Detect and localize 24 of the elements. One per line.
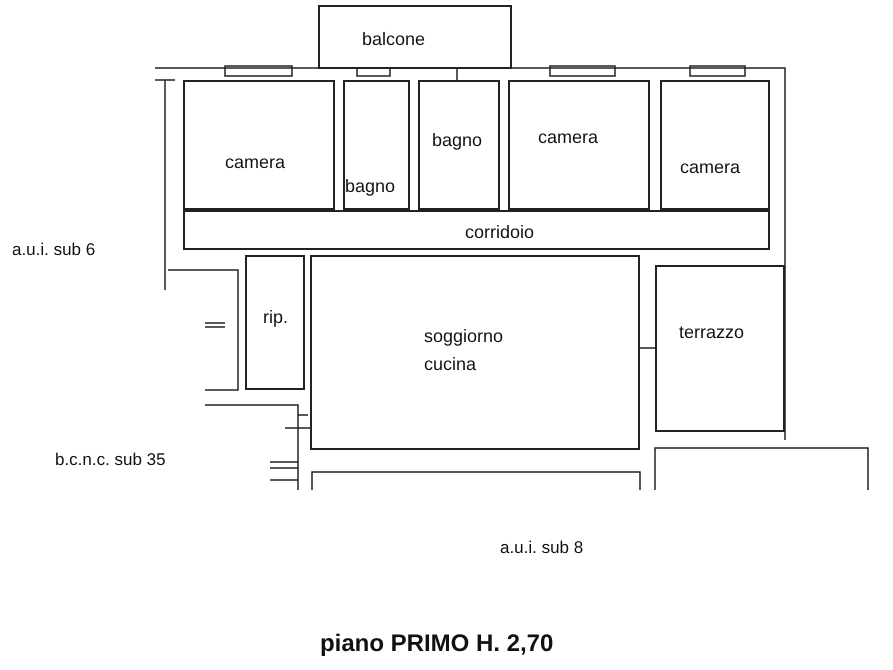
unit-label: a.u.i. sub 6 [12, 240, 96, 260]
room-label: terrazzo [679, 322, 744, 343]
unit-label: b.c.n.c. sub 35 [55, 450, 166, 470]
room [183, 210, 770, 250]
plan-title: piano PRIMO H. 2,70 [320, 630, 554, 658]
room [418, 80, 500, 210]
room [660, 80, 770, 210]
room-label: corridoio [465, 222, 534, 243]
unit-label: a.u.i. sub 8 [500, 538, 584, 558]
room-label: bagno [432, 130, 482, 151]
room [183, 80, 335, 210]
room [655, 265, 785, 432]
room [508, 80, 650, 210]
room-label: camera [680, 157, 740, 178]
room-label: camera [538, 127, 598, 148]
room-label: bagno [345, 176, 396, 197]
room-label: soggiorno cucina [424, 325, 504, 376]
room-label: rip. [263, 307, 288, 328]
room [310, 255, 640, 450]
room-label: camera [225, 152, 286, 173]
room-label: balcone [362, 29, 426, 50]
room [318, 5, 512, 69]
room [245, 255, 305, 390]
room [343, 80, 410, 210]
